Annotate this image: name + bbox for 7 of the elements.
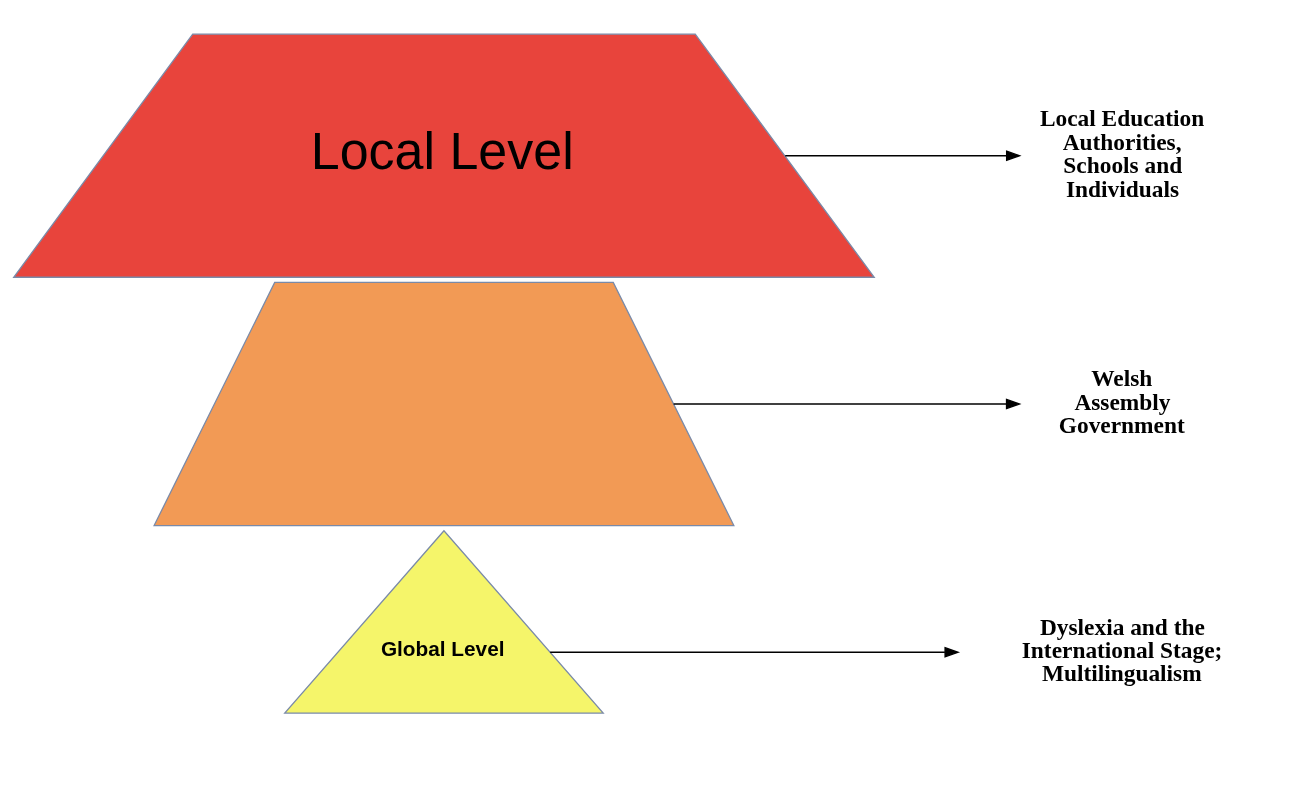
arrow [549,646,961,658]
node-text: Welsh Assembly Government [1058,364,1185,438]
node-trapezium [153,281,735,526]
arrow [673,398,1022,409]
arrow [784,149,1022,161]
node-text: Dyslexia and the International Stage; Multilingualism [1021,613,1223,686]
node-text: Local Education Authorities, Schools and Individuals [1039,104,1205,202]
